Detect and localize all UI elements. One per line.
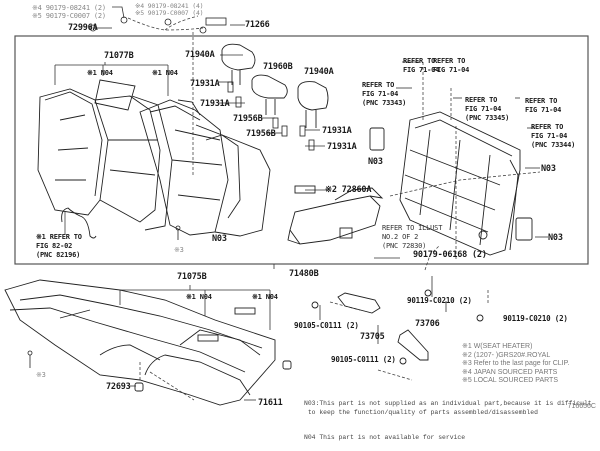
brackets bbox=[311, 289, 484, 365]
ref-illust-no2: REFER TO ILLUST NO.2 OF 2 (PNC 72830) bbox=[382, 224, 443, 250]
part-label-90119-c0210-b: 90119-C0210 (2) bbox=[503, 314, 568, 323]
part-label-90179-08241-b: ※4 90179-08241 (4) bbox=[135, 2, 204, 10]
part-label-73706: 73706 bbox=[415, 319, 440, 329]
ref-fig-71-04-a: REFER TO FIG 71-04 bbox=[403, 57, 440, 74]
part-label-71077b: 71077B bbox=[104, 51, 134, 61]
headrest-guides bbox=[89, 16, 315, 151]
part-label-72693: 72693 bbox=[106, 382, 131, 392]
part-label-90119-c0210-a: 90119-C0210 (2) bbox=[407, 296, 472, 305]
note-n03-mid: N03 bbox=[368, 157, 383, 167]
seatback-cushion-center bbox=[139, 99, 271, 237]
ref-fig-82-02: ※1 REFER TO FIG 82-02 (PNC 82196) bbox=[36, 233, 82, 259]
center-armrest bbox=[287, 185, 384, 245]
leader-lines bbox=[54, 6, 548, 401]
note-n04-b: ※1 N04 bbox=[152, 69, 178, 77]
legend-item: ※2 (1207- )GRS20#.ROYAL bbox=[462, 351, 551, 359]
legend-item: ※1 W(SEAT HEATER) bbox=[462, 343, 533, 350]
legend-item: ※5 LOCAL SOURCED PARTS bbox=[462, 377, 558, 384]
parts-diagram bbox=[4, 6, 589, 406]
part-label-90179-c0007: ※5 90179-C0007 (2) bbox=[32, 12, 106, 20]
headrest-71960b bbox=[251, 74, 288, 99]
part-label-71075b: 71075B bbox=[177, 272, 207, 282]
part-label-71931a-1: 71931A bbox=[190, 79, 220, 89]
legend-item: ※3 Refer to the last page for CLIP. bbox=[462, 360, 570, 367]
note-n04-a: ※1 N04 bbox=[87, 69, 113, 77]
part-label-71940a-right: 71940A bbox=[304, 67, 334, 77]
footnote-n03: N03:This part is not supplied as an indi… bbox=[304, 400, 592, 416]
part-label-71611: 71611 bbox=[258, 398, 283, 408]
part-label-71960b: 71960B bbox=[263, 62, 293, 72]
part-label-71940a-left: 71940A bbox=[185, 50, 215, 60]
note-n04-d: ※1 N04 bbox=[252, 293, 278, 301]
seatback-frame bbox=[369, 111, 533, 256]
note-star3-a: ※3 bbox=[174, 246, 184, 254]
figure-id: 716656C bbox=[567, 403, 596, 410]
part-label-71931a-2: 71931A bbox=[200, 99, 230, 109]
seat-cushion bbox=[4, 279, 292, 406]
note-n03-center: N03 bbox=[212, 234, 227, 244]
ref-fig-71-04-b: REFER TO FIG 71-04 bbox=[433, 57, 470, 74]
ref-fig-71-04-c: REFER TO FIG 71-04 bbox=[525, 97, 562, 114]
part-label-72860a: ※2 72860A bbox=[325, 185, 372, 195]
part-label-71480b: 71480B bbox=[289, 269, 319, 279]
part-label-90105-c0111-b: 90105-C0111 (2) bbox=[331, 355, 396, 364]
note-n04-c: ※1 N04 bbox=[186, 293, 212, 301]
part-label-71931a-4: 71931A bbox=[327, 142, 357, 152]
seat-heater-harness bbox=[61, 207, 97, 239]
note-n03-right2: N03 bbox=[548, 233, 563, 243]
part-label-90179-c0007-b: ※5 90179-C0007 (4) bbox=[135, 9, 204, 17]
seatback-cushion-left bbox=[37, 79, 173, 231]
ref-fig-71-04-pnc-73343: REFER TO FIG 71-04 (PNC 73343) bbox=[362, 81, 407, 107]
headrest-71940a-right bbox=[297, 81, 329, 111]
part-label-71931a-3: 71931A bbox=[322, 126, 352, 136]
seatback-group-frame bbox=[14, 35, 589, 265]
footnotes: N03:This part is not supplied as an indi… bbox=[304, 383, 592, 451]
part-label-72996a: 72996A bbox=[68, 23, 98, 33]
part-label-90179-06168: 90179-06168 (2) bbox=[413, 250, 487, 260]
part-label-71956b-1: 71956B bbox=[233, 114, 263, 124]
note-n03-right1: N03 bbox=[541, 164, 556, 174]
footnote-n04: N04 This part is not available for servi… bbox=[304, 434, 466, 441]
note-star3-b: ※3 bbox=[36, 371, 46, 379]
headrest-71940a-left bbox=[221, 43, 256, 71]
part-label-90179-08241: ※4 90179-08241 (2) bbox=[32, 4, 106, 12]
part-label-71956b-2: 71956B bbox=[246, 129, 276, 139]
legend: ※1 W(SEAT HEATER) ※2 (1207- )GRS20#.ROYA… bbox=[462, 343, 569, 386]
part-label-71266: 71266 bbox=[245, 20, 270, 30]
part-label-90105-c0111-a: 90105-C0111 (2) bbox=[294, 321, 359, 330]
headrests bbox=[221, 43, 329, 128]
part-label-73705: 73705 bbox=[360, 332, 385, 342]
legend-item: ※4 JAPAN SOURCED PARTS bbox=[462, 368, 558, 376]
ref-fig-71-04-pnc-73345: REFER TO FIG 71-04 (PNC 73345) bbox=[465, 96, 510, 122]
ref-fig-71-04-pnc-73344: REFER TO FIG 71-04 (PNC 73344) bbox=[531, 123, 576, 149]
